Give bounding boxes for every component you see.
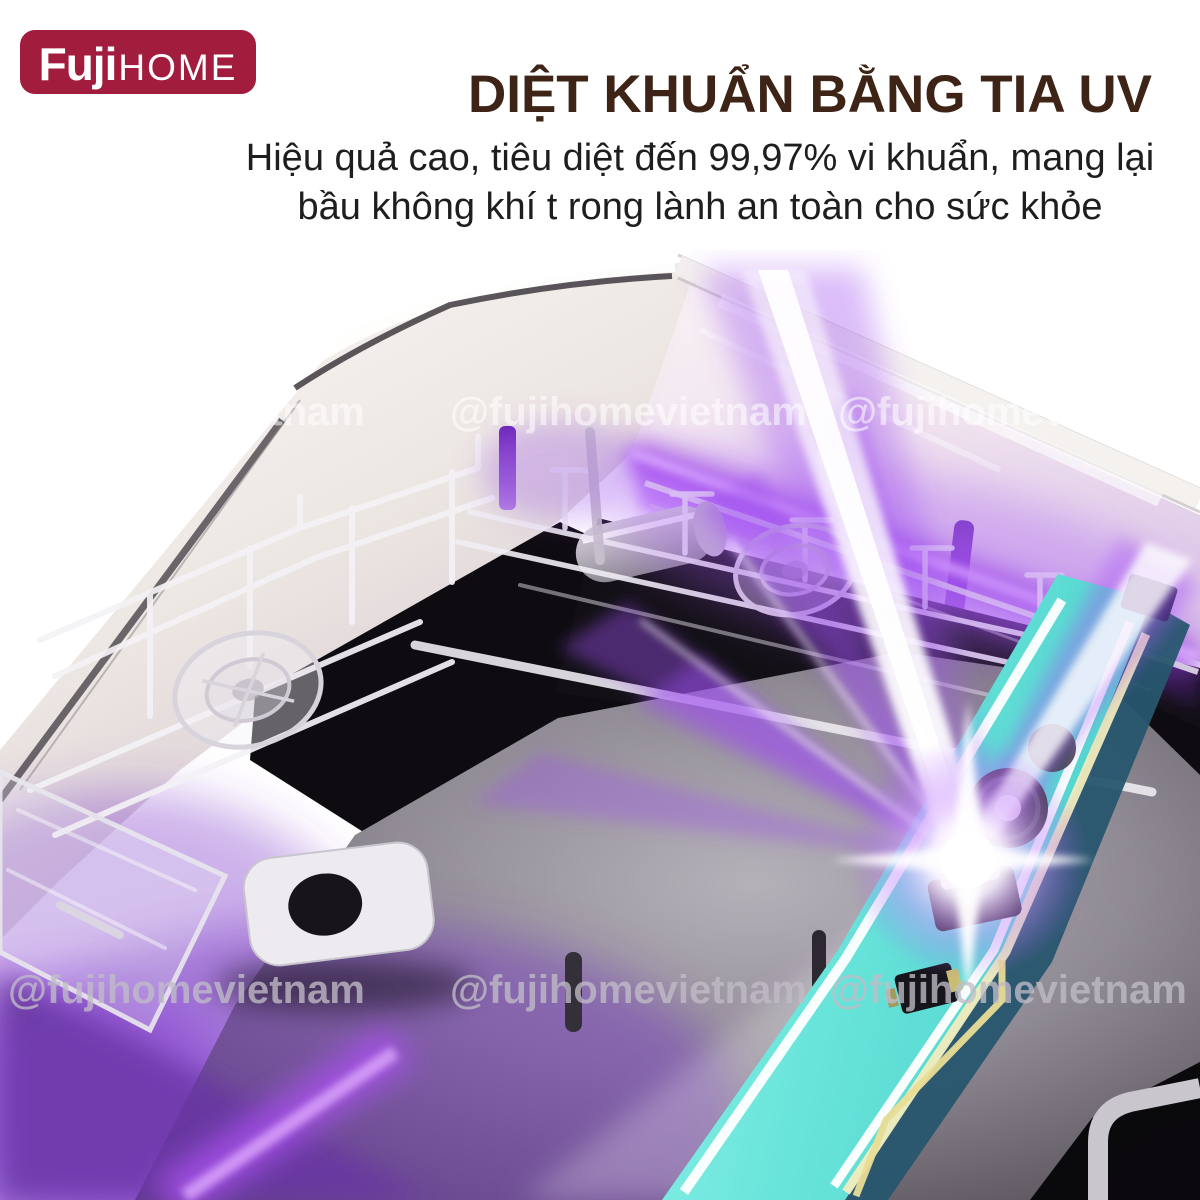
metal-bracket [215,841,826,1032]
uv-haze [480,420,640,520]
rotary-wheel-left [172,630,324,750]
brand-logo-text-fuji: Fuji [38,38,118,90]
brand-logo-text-home: HOME [118,47,238,88]
led-burst-core [940,832,996,888]
subheadline-line1: Hiệu quả cao, tiêu diệt đến 99,97% vi kh… [245,137,1155,179]
subheadline-line2: bầu không khí t rong lành an toàn cho sứ… [297,186,1103,228]
gold-trace [852,960,1006,1198]
uv-sterilizer-interior-illustration [0,253,1200,1200]
corner-bracket [1088,1078,1200,1200]
wire-rack-left [0,433,495,1034]
headline: DIỆT KHUẨN BẰNG TIA UV [467,65,1153,124]
floor-peg [565,952,582,1032]
subheadline: Hiệu quả cao, tiêu diệt đến 99,97% vi kh… [140,134,1200,232]
brand-logo: Fuji HOME [20,30,256,94]
uv-light-beams [472,268,1198,1030]
bracket-hole [288,873,363,936]
